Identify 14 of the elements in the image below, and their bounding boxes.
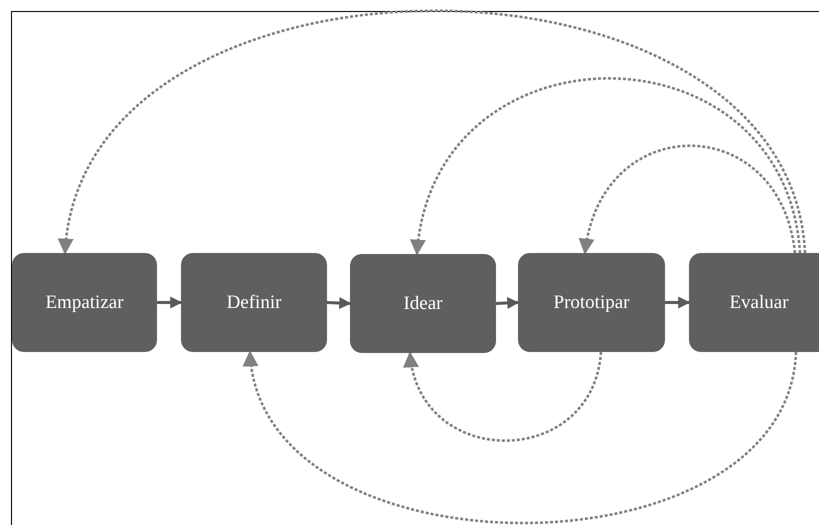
process-box: Empatizar: [12, 253, 157, 352]
arrow: [326, 297, 352, 310]
process-box: Prototipar: [518, 253, 665, 352]
process-box: Idear: [350, 254, 496, 353]
arrow: [580, 144, 796, 255]
arrow: [412, 77, 802, 256]
arrow: [665, 296, 690, 308]
arrow: [157, 296, 182, 308]
process-box: Evaluar: [689, 253, 819, 352]
arrow: [404, 351, 602, 442]
arrow: [496, 297, 520, 309]
process-box: Definir: [181, 253, 327, 352]
arrow: [246, 350, 798, 524]
arrow: [60, 10, 806, 255]
